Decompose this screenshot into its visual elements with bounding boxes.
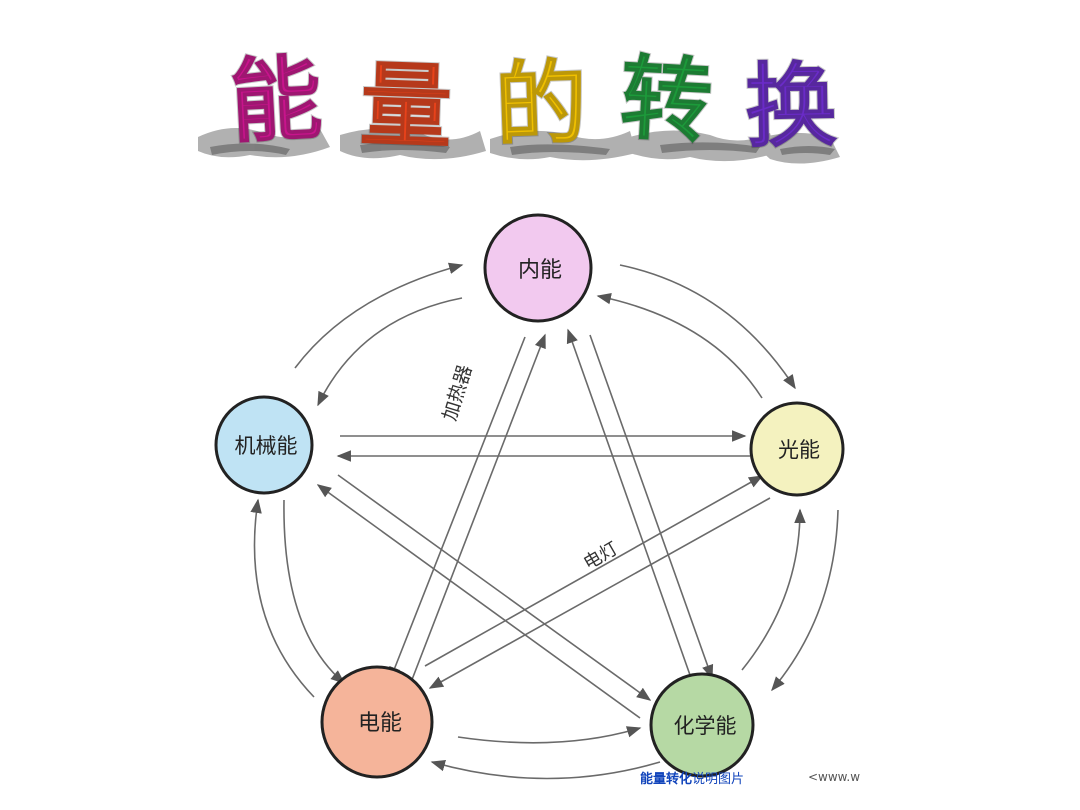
image-caption: 能量转化说明图片 [640,768,744,787]
arrow-internal-to-light [619,264,796,390]
page-title: 能 量 的 转 换 [190,44,870,185]
arrow-light-to-internal [596,293,763,399]
node-internal: 内能 [483,213,593,323]
caption-url: <www.w [808,770,861,784]
arrow-electric-to-mechanical [250,498,315,698]
arrow-light-to-electric [428,497,771,689]
arrow-mechanical-to-electric [283,499,346,684]
arrow-light-to-chemical [771,509,839,692]
arrow-mechanical-to-internal [294,262,464,369]
title-shadow [198,128,840,164]
arrow-chemical-to-light [741,508,806,671]
arrow-electric-to-chemical [457,726,642,744]
arrow-electric-to-internal [407,333,546,691]
node-light: 光能 [749,401,845,497]
edge-label-heater: 加热器 [439,363,477,424]
arrow-mechanical-to-chemical [337,474,652,701]
arrow-chemical-to-internal [566,328,691,676]
node-internal-label: 内能 [518,258,562,283]
edge-label-lamp: 电灯 [580,538,622,574]
caption-text: 说明图片 [692,772,745,787]
node-mechanical: 机械能 [214,395,314,495]
arrow-chemical-to-mechanical [316,484,641,719]
arrow-chemical-to-electric [430,760,661,780]
node-electric: 电能 [320,665,434,779]
node-electric-label: 电能 [358,711,402,736]
caption-link[interactable]: 能量转化 [640,772,693,787]
arrow-internal-to-chemical [589,334,714,680]
arrow-electric-to-light [424,475,764,667]
arrow-internal-to-mechanical [317,297,463,407]
node-chemical: 化学能 [649,672,755,778]
node-chemical-label: 化学能 [674,714,737,738]
node-mechanical-label: 机械能 [235,434,298,458]
node-light-label: 光能 [778,438,820,462]
arrow-internal-to-electric [389,336,526,682]
